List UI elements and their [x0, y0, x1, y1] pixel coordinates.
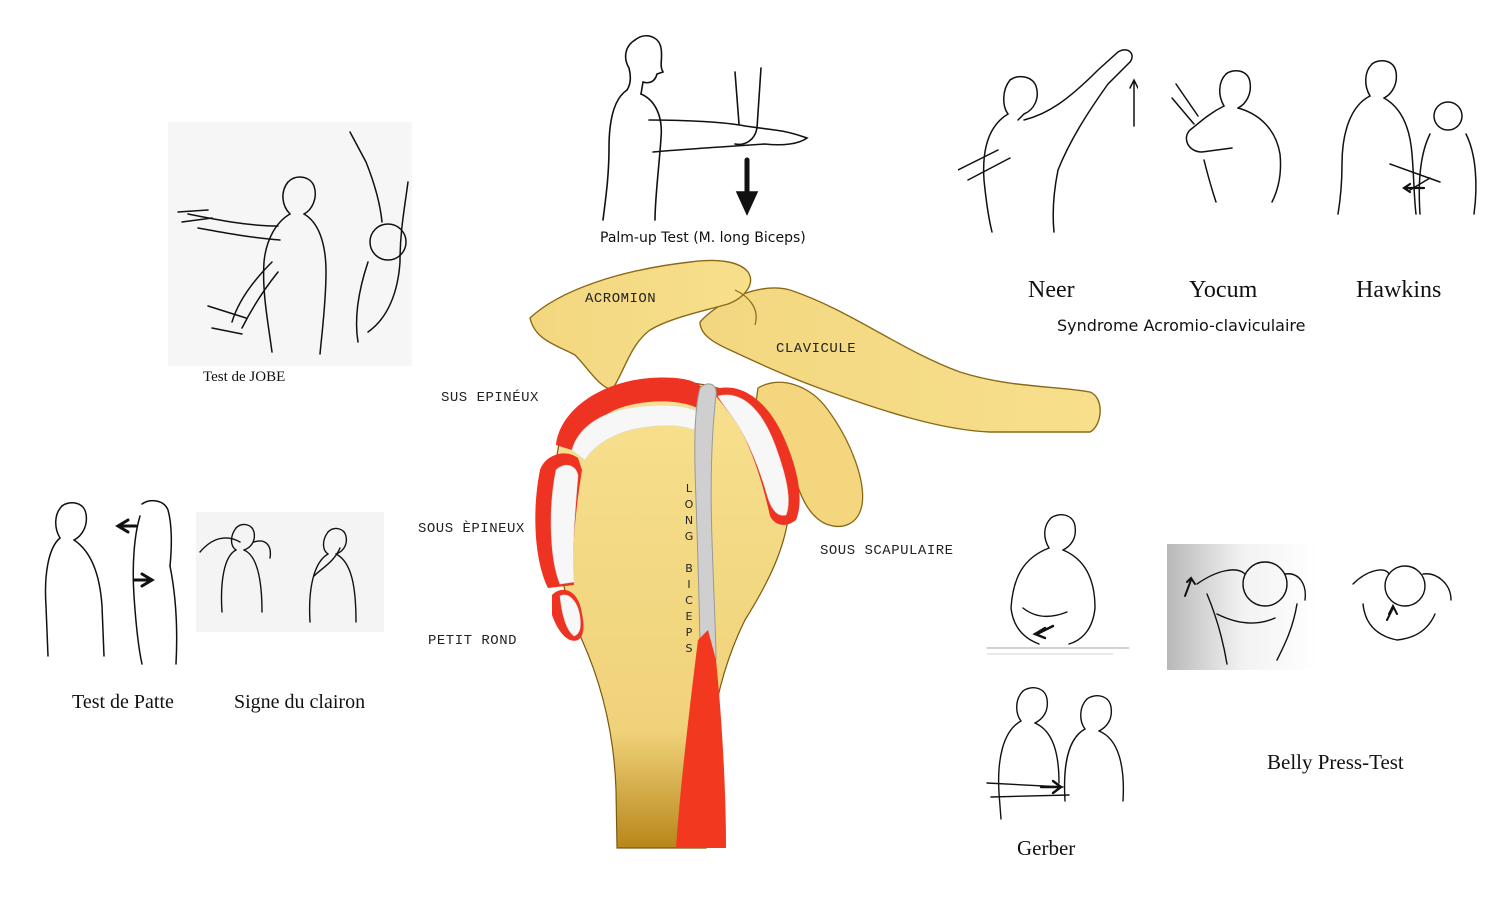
clairon-sign-illustration: [196, 512, 384, 632]
label-yocum: Yocum: [1189, 277, 1258, 303]
long-biceps-letter: E: [685, 610, 693, 623]
long-biceps-tendon: [694, 383, 717, 661]
long-biceps-letter: G: [684, 530, 694, 543]
label-test-de-patte: Test de Patte: [72, 691, 174, 713]
long-biceps-letter: L: [685, 482, 693, 495]
long-biceps-letter: P: [685, 626, 693, 639]
shoulder-anatomy-svg: [529, 259, 1101, 849]
label-sous-scapulaire: SOUS SCAPULAIRE: [820, 543, 954, 559]
label-neer: Neer: [1028, 277, 1075, 303]
label-clavicule: CLAVICULE: [776, 341, 857, 357]
lift-off-test-illustration: [983, 508, 1133, 658]
label-petit-rond: PETIT ROND: [428, 633, 518, 649]
hawkins-test-illustration: [1320, 54, 1480, 216]
palm-up-test-illustration: [595, 28, 815, 223]
sus-epineux-muscle: [556, 377, 705, 452]
patte-test-illustration: [42, 496, 192, 668]
label-palm-up-test: Palm-up Test (M. long Biceps): [600, 230, 806, 246]
label-belly-press-test: Belly Press-Test: [1267, 750, 1404, 774]
label-test-de-jobe: Test de JOBE: [203, 369, 286, 385]
neer-test-illustration: [958, 40, 1138, 235]
long-biceps-letter: B: [685, 562, 693, 575]
label-syndrome-acromio-claviculaire: Syndrome Acromio-claviculaire: [1057, 316, 1306, 335]
long-biceps-letter: C: [685, 594, 693, 607]
acromion-bone: [529, 259, 752, 391]
yocum-test-illustration: [1168, 64, 1298, 204]
clavicle-bone: [699, 287, 1101, 433]
long-biceps-letter: N: [684, 514, 694, 527]
label-sus-epineux: SUS EPINÉUX: [441, 390, 539, 406]
label-gerber: Gerber: [1017, 836, 1076, 860]
long-biceps-letter: O: [684, 498, 694, 511]
label-sous-epineux: SOUS ÈPINEUX: [418, 521, 525, 537]
label-hawkins: Hawkins: [1356, 277, 1442, 303]
long-biceps-letter: I: [687, 578, 691, 591]
label-signe-du-clairon: Signe du clairon: [234, 691, 366, 713]
jobe-test-illustration: [168, 122, 412, 366]
gerber-test-illustration: [983, 683, 1131, 823]
biceps-muscle: [676, 630, 726, 848]
belly-press-test-illustration: [1167, 544, 1462, 670]
long-biceps-letter: S: [685, 642, 693, 655]
shoulder-anatomy-diagram: [520, 250, 1110, 850]
label-acromion: ACROMION: [585, 291, 657, 307]
